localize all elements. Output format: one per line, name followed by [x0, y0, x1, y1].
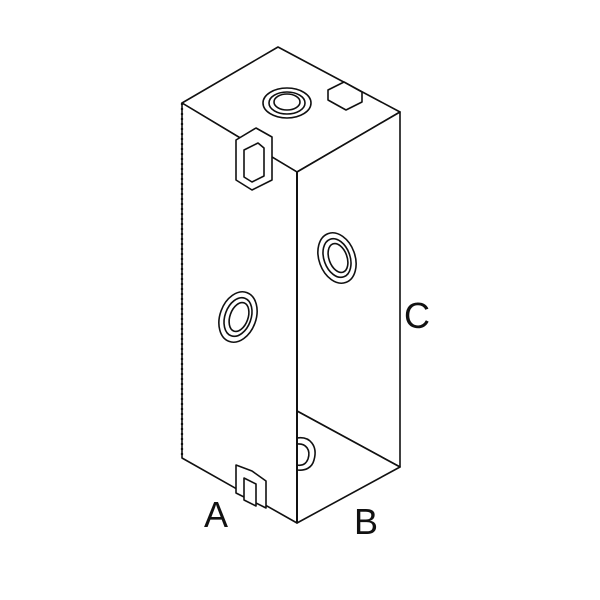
left-face-hole	[218, 291, 258, 343]
right-face	[296, 111, 401, 468]
right-face-hole	[317, 232, 357, 284]
label-a: A	[204, 494, 229, 535]
top-clip	[235, 127, 273, 191]
top-hole	[262, 87, 312, 119]
label-c: C	[404, 295, 430, 336]
bottom-clip	[235, 464, 267, 509]
back-clip	[327, 81, 363, 111]
interior-hole	[296, 436, 316, 471]
label-b: B	[354, 501, 379, 542]
